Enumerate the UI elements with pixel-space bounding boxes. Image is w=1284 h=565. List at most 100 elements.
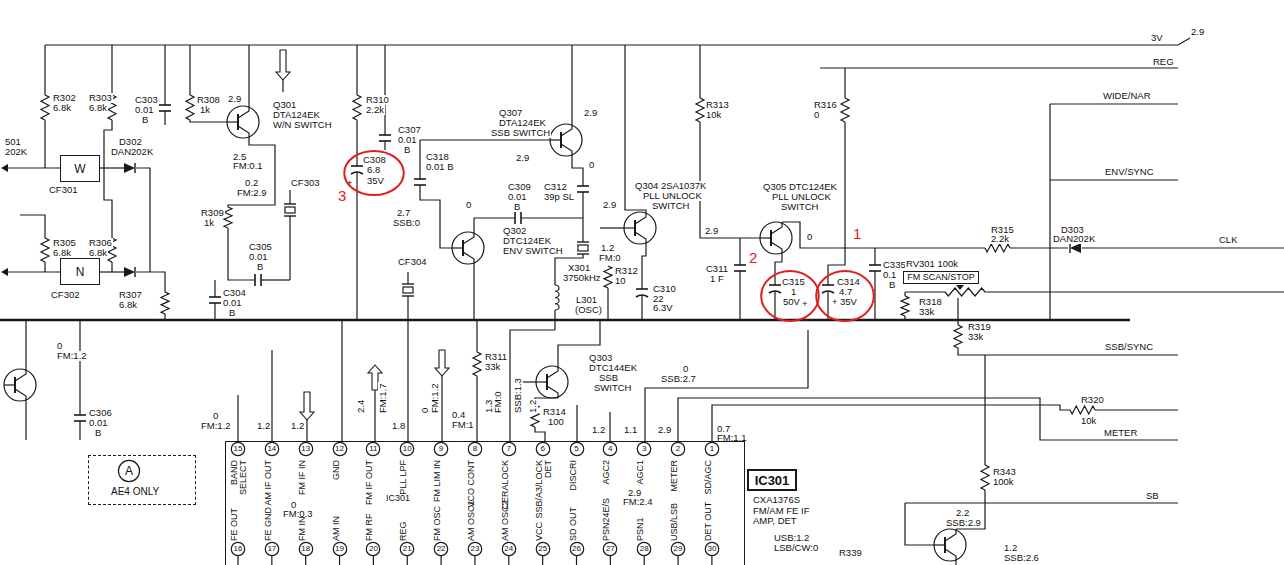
part-label: 0.01 [88,418,109,428]
part-label: SSB:0 [392,218,421,228]
wire [607,288,608,320]
wire [957,298,958,325]
part-label: C305 [248,242,273,252]
node-outline [333,442,346,455]
resistor-symbol [161,292,169,314]
capacitor-symbol [414,178,426,180]
pin-number: 30 [705,542,719,556]
highlight-circle: C315150V+ [760,270,820,322]
capacitor-symbol [869,264,881,266]
pin-voltage: SSB:1.3 [513,377,523,414]
wire [79,421,80,440]
diode-symbol [1070,243,1081,253]
wire [384,141,385,150]
node-text: 6.8 [367,165,380,175]
wire [248,45,249,106]
resistor-symbol [41,238,49,262]
part-label: 33k [484,362,501,372]
part-label: Q307 [498,108,523,118]
part-label: REG [1152,57,1175,67]
pin-number: 3 [642,445,646,453]
node-text: 35V [840,297,857,307]
part-label: 2.9 [515,153,530,163]
pin-number: 7 [507,445,511,453]
part-label: WIDE/NAR [1102,91,1152,101]
part-label: R303 [88,93,113,103]
node-outline [265,442,278,455]
wire [8,271,60,272]
wire [535,427,545,441]
pin-name: IC301 [386,494,410,503]
wire [844,68,845,98]
part-label: R305 [52,238,77,248]
pin-number: 24 [504,545,513,553]
part-label: LSB/CW:0 [773,543,819,553]
part-label: B [513,202,521,212]
pin-name: AGC1 [636,460,645,520]
pin-number: 3 [637,442,651,456]
part-label: R316 [813,100,838,110]
resistor-symbol [473,352,481,376]
part-label: 6.8k [52,103,72,113]
wire [542,556,543,565]
pin-number: 13 [301,445,310,453]
filter-box: N [60,258,100,285]
part-label: 0.4 [451,410,466,420]
node-text: N [76,266,85,278]
part-label: 0 [588,160,595,170]
pin-number: 22 [434,542,448,556]
part-label: C310 [652,284,677,294]
pin-number: 13 [299,442,313,456]
part-label: 2.9 [227,94,242,104]
node-outline [637,442,650,455]
part-label: B [94,428,102,438]
wire [547,366,558,378]
pin-number: 29 [674,545,683,553]
capacitor-symbol [379,134,391,136]
wire [271,350,272,441]
part-label: R302 [52,93,77,103]
pin-name: FE GND [264,481,273,541]
part-label: R311 [484,352,508,362]
wire [190,120,227,122]
part-label: C304 [222,288,247,298]
pin-name: GND [332,460,341,520]
wire [164,314,165,320]
pin-number: 20 [366,542,380,556]
node-outline [705,542,718,555]
wire [984,355,985,465]
part-label: 1.2 [290,421,305,431]
wire [641,295,642,320]
wire [561,124,572,136]
ic-name-box: IC301 [747,469,797,491]
part-label: 3V [1150,33,1164,43]
part-label: 501 [4,137,22,147]
node-outline [604,542,617,555]
pin-name: FM IF IN [298,460,307,520]
pin-number: 1 [710,445,714,453]
crystal-symbol [402,295,414,296]
node-text: AE4 ONLY [111,487,159,497]
wire [828,122,845,285]
diode-symbol [1069,243,1070,253]
node-outline [434,542,447,555]
resistor-symbol [41,95,49,120]
option-box: AE4 ONLYA [88,455,196,505]
pin-number: 20 [369,545,378,553]
part-label: 0 [465,200,472,210]
transistor-symbol [934,529,966,561]
part-label: C306 [88,408,113,418]
resistor-symbol [604,266,612,288]
part-label: SSB/SYNC [1104,342,1154,352]
wire [356,172,357,320]
pin-name: FM IN [298,481,307,541]
resistor-symbol [954,325,962,348]
pin-number: 22 [437,545,446,553]
part-label: RV301 100k [905,259,959,269]
signal-arrow [300,392,314,420]
part-label: ENV/SYNC [1104,167,1155,177]
pin-number: 15 [234,445,243,453]
part-label: 2.9 [657,425,672,435]
node-outline [468,542,481,555]
